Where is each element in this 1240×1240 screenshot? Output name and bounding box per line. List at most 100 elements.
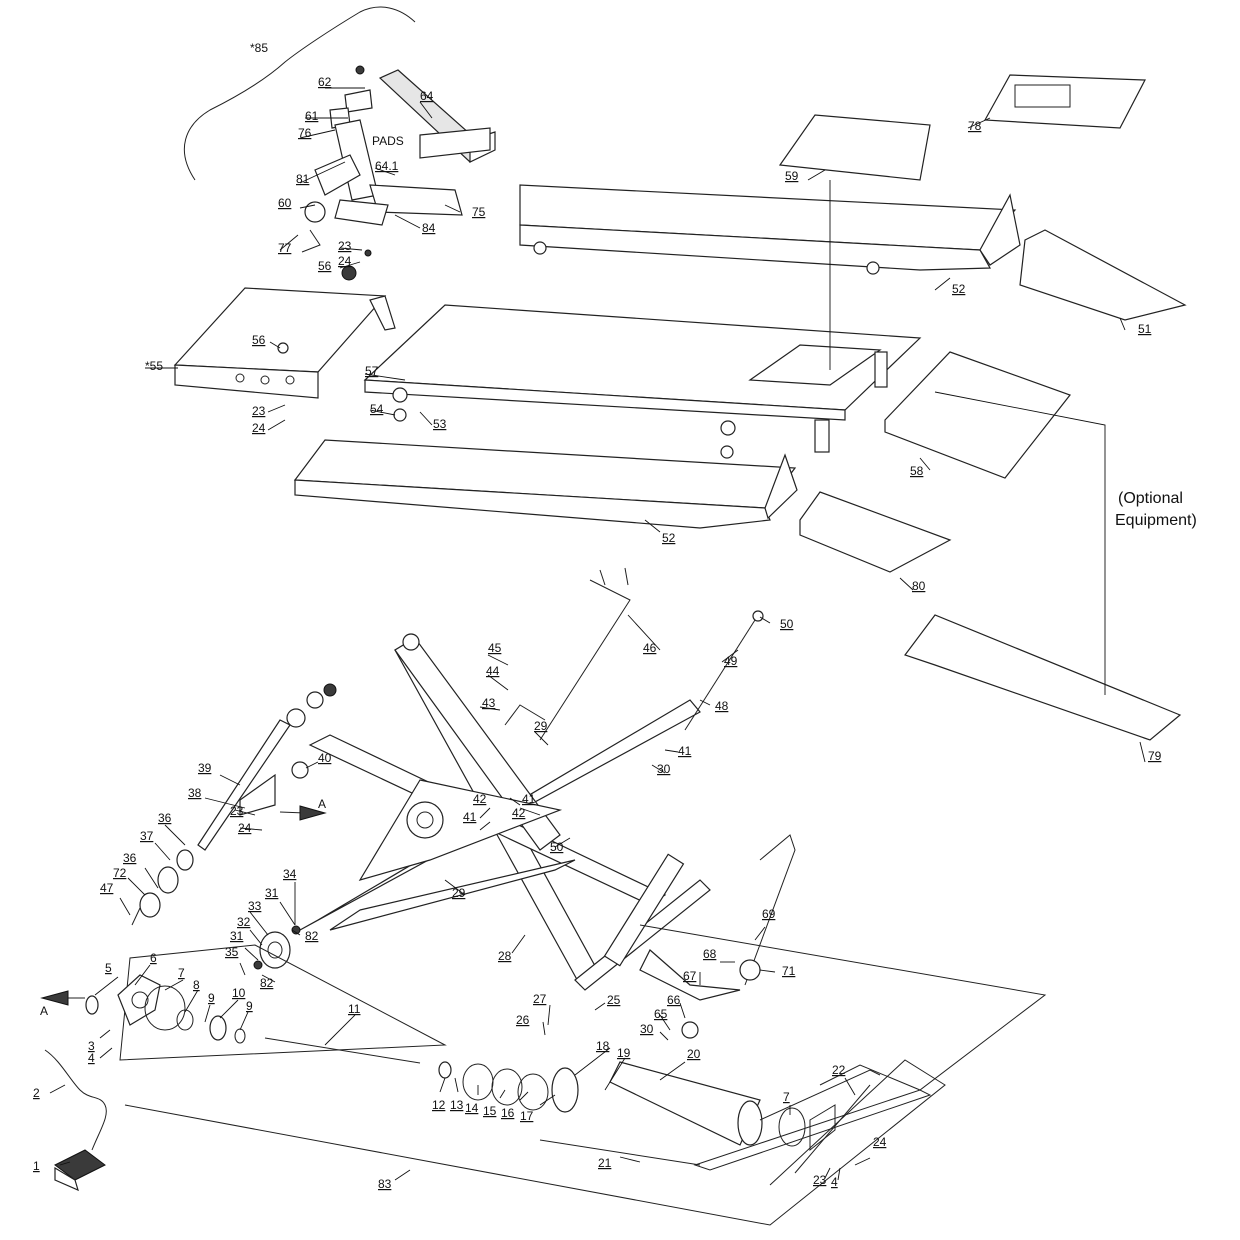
label-14: 14 xyxy=(465,1101,479,1115)
label-55: *55 xyxy=(145,359,163,373)
hose-group-outline xyxy=(639,924,1047,1091)
label-77: 77 xyxy=(278,241,292,255)
label-4a: 4 xyxy=(88,1051,95,1065)
scissor-arms xyxy=(291,633,711,991)
label-1: 1 xyxy=(33,1159,40,1173)
label-29a: 29 xyxy=(534,719,548,733)
label-pads: PADS xyxy=(372,134,404,148)
label-12: 12 xyxy=(432,1098,446,1112)
label-64-1: 64.1 xyxy=(375,159,399,173)
label-20: 20 xyxy=(687,1047,701,1061)
label-78: 78 xyxy=(968,119,982,133)
part-33-roller xyxy=(253,925,301,970)
callout-leaders xyxy=(49,87,1146,1181)
label-83: 83 xyxy=(378,1177,392,1191)
label-49: 49 xyxy=(724,654,738,668)
callout-labels: *85 62 61 64 76 PADS 64.1 81 60 75 84 77… xyxy=(33,41,1197,1191)
part-52-side-rail-bottom xyxy=(293,387,798,529)
part-69-release-linkage xyxy=(639,834,796,1039)
label-36a: 36 xyxy=(158,811,172,825)
part-51-ramp xyxy=(1019,229,1187,321)
label-51: 51 xyxy=(1138,322,1152,336)
part-57-main-deck xyxy=(363,304,922,453)
hydraulic-cylinder-assembly xyxy=(85,944,932,1171)
label-60: 60 xyxy=(278,196,292,210)
label-40: 40 xyxy=(318,751,332,765)
label-37: 37 xyxy=(140,829,154,843)
label-43: 43 xyxy=(482,696,496,710)
label-25: 25 xyxy=(607,993,621,1007)
label-4b: 4 xyxy=(831,1175,838,1189)
label-24b: 24 xyxy=(252,421,266,435)
label-42a: 42 xyxy=(473,792,487,806)
label-23b: 23 xyxy=(252,404,266,418)
label-7a: 7 xyxy=(178,966,185,980)
label-optional-line1: (Optional xyxy=(1118,490,1183,507)
label-21: 21 xyxy=(598,1156,612,1170)
label-23a: 23 xyxy=(338,239,352,253)
label-80: 80 xyxy=(912,579,926,593)
label-69: 69 xyxy=(762,907,776,921)
part-79-ramp-optional xyxy=(904,614,1182,741)
label-2: 2 xyxy=(33,1086,40,1100)
base-outline-83 xyxy=(124,1059,946,1226)
part-46-handle xyxy=(504,567,631,741)
label-7b: 7 xyxy=(783,1090,790,1104)
label-31a: 31 xyxy=(265,886,279,900)
label-35: 35 xyxy=(225,945,239,959)
label-64: 64 xyxy=(420,89,434,103)
label-38: 38 xyxy=(188,786,202,800)
label-76: 76 xyxy=(298,126,312,140)
label-50b: 50 xyxy=(550,840,564,854)
label-39: 39 xyxy=(198,761,212,775)
label-arrow-a-right: A xyxy=(318,797,326,811)
label-5: 5 xyxy=(105,961,112,975)
label-57: 57 xyxy=(365,364,379,378)
part-59-tray xyxy=(778,114,931,181)
label-30a: 30 xyxy=(657,762,671,776)
label-13: 13 xyxy=(450,1098,464,1112)
label-6: 6 xyxy=(150,951,157,965)
label-32: 32 xyxy=(237,915,251,929)
label-53: 53 xyxy=(433,417,447,431)
label-48: 48 xyxy=(715,699,729,713)
label-33: 33 xyxy=(248,899,262,913)
part-22-tube xyxy=(794,1084,871,1174)
wheel-vise-assembly xyxy=(301,65,496,281)
part-58-ramp xyxy=(884,351,1071,479)
label-45: 45 xyxy=(488,641,502,655)
label-3: 3 xyxy=(88,1039,95,1053)
label-50a: 50 xyxy=(780,617,794,631)
label-65: 65 xyxy=(654,1007,668,1021)
label-47: 47 xyxy=(100,881,114,895)
label-9b: 9 xyxy=(246,999,253,1013)
label-26: 26 xyxy=(516,1013,530,1027)
label-68: 68 xyxy=(703,947,717,961)
label-18: 18 xyxy=(596,1039,610,1053)
label-42b: 42 xyxy=(512,806,526,820)
label-41c: 41 xyxy=(463,810,477,824)
label-9a: 9 xyxy=(208,991,215,1005)
label-28: 28 xyxy=(498,949,512,963)
section-arrows xyxy=(40,805,327,1006)
label-24c: 24 xyxy=(238,821,252,835)
label-81: 81 xyxy=(296,172,310,186)
label-82a: 82 xyxy=(305,929,319,943)
label-arrow-a-left: A xyxy=(40,1004,48,1018)
label-84: 84 xyxy=(422,221,436,235)
label-23d: 23 xyxy=(813,1173,827,1187)
part-1-foot-pedal xyxy=(44,1049,107,1192)
label-41b: 41 xyxy=(522,792,536,806)
label-58: 58 xyxy=(910,464,924,478)
label-27: 27 xyxy=(533,992,547,1006)
label-54: 54 xyxy=(370,402,384,416)
label-16: 16 xyxy=(501,1106,515,1120)
label-79: 79 xyxy=(1148,749,1162,763)
label-62: 62 xyxy=(318,75,332,89)
label-41a: 41 xyxy=(678,744,692,758)
label-30b: 30 xyxy=(640,1022,654,1036)
part-49-shaft xyxy=(684,610,764,731)
label-31b: 31 xyxy=(230,929,244,943)
label-56a: 56 xyxy=(318,259,332,273)
label-10: 10 xyxy=(232,986,246,1000)
